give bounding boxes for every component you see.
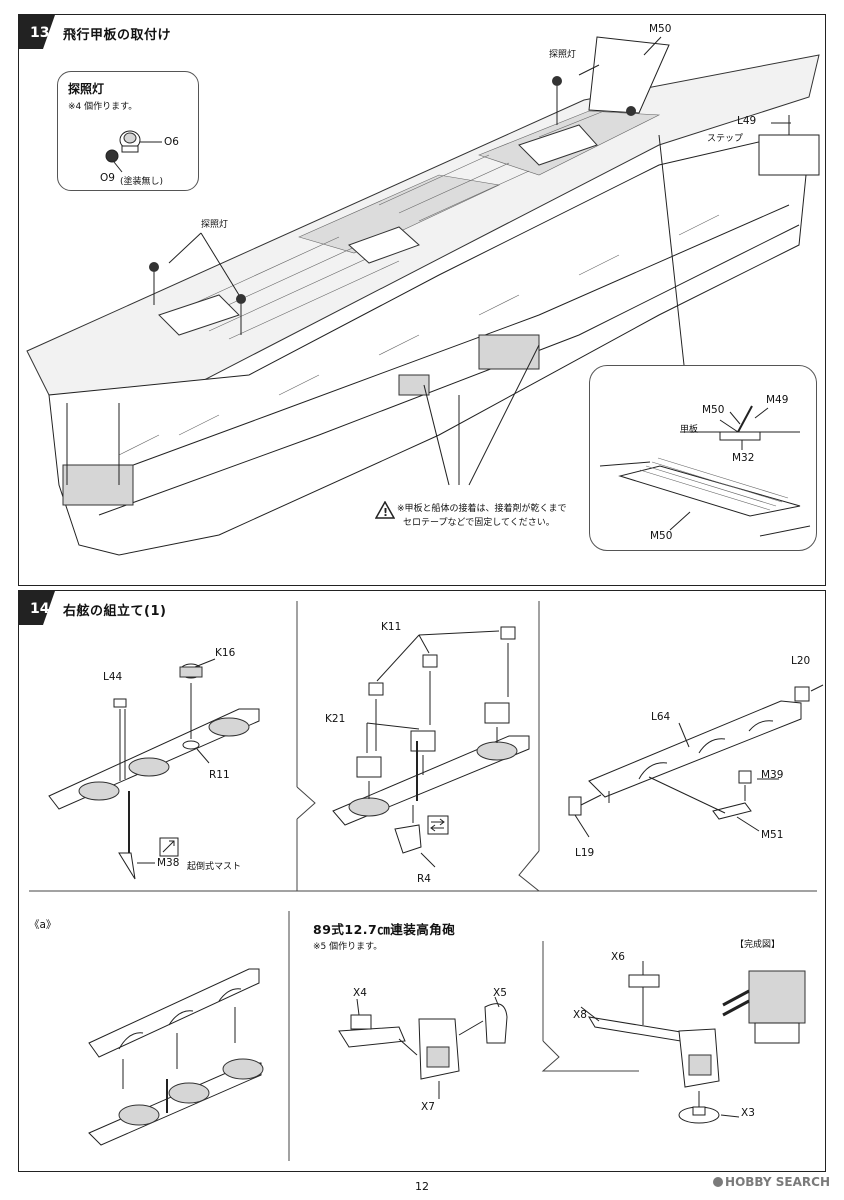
step-14-panel: 14 右舷の組立て(1) K16 L44 R11 M38 起倒式マスト (18, 590, 826, 1172)
l44-label: L44 (103, 671, 123, 683)
sub3-drawing (568, 684, 824, 838)
step-14-dividers (29, 601, 817, 1161)
warning-line-1: ※甲板と船体の接着は、接着剤が乾くまで (397, 504, 567, 514)
m38-label: M38 (157, 857, 180, 869)
r4-label: R4 (417, 873, 431, 885)
m51-label: M51 (761, 829, 784, 841)
callout-note: ※4 個作ります。 (68, 102, 138, 112)
step-14-number: 14 (30, 601, 50, 617)
detail-m50-label: M50 (702, 404, 725, 416)
sub-a-drawing (88, 968, 264, 1146)
m38-note: 起倒式マスト (187, 862, 242, 872)
x4-label: X4 (353, 987, 367, 999)
searchlight-label-b: 探照灯 (201, 220, 229, 230)
step-13-number: 13 (30, 25, 49, 41)
flip-icon (427, 815, 449, 835)
k16-label: K16 (215, 647, 236, 659)
step-13-badge: 13 (19, 15, 55, 49)
step-14-title: 右舷の組立て(1) (63, 604, 167, 619)
watermark: HOBBY SEARCH (713, 1175, 830, 1189)
carrier-hull-drawing (26, 36, 820, 556)
sub1-drawing (48, 658, 260, 880)
warning-icon: ! (375, 501, 395, 519)
m50-detail-drawing (599, 405, 811, 537)
searchlight-callout: 探照灯 ※4 個作ります。 O6 O9 (塗装無し) (57, 71, 199, 191)
step-13-title: 飛行甲板の取付け (63, 28, 172, 43)
callout-title: 探照灯 (68, 82, 105, 96)
gun-title: 89式12.7㎝連装高角砲 (313, 922, 456, 937)
x7-label: X7 (421, 1101, 435, 1113)
step-13-panel: 13 飛行甲板の取付け 探照灯 ※4 個作ります。 O6 O9 (塗装無し) (18, 14, 826, 586)
l19-label: L19 (575, 847, 595, 859)
l64-label: L64 (651, 711, 671, 723)
part-o6-label: O6 (164, 136, 179, 148)
part-o9-note: (塗装無し) (120, 177, 164, 187)
l20-label: L20 (791, 655, 811, 667)
sub-a-label: 《a》 (29, 919, 57, 931)
x8-label: X8 (573, 1009, 587, 1021)
watermark-text: HOBBY SEARCH (725, 1175, 830, 1189)
detail-m49-label: M49 (766, 394, 789, 406)
page-number: 12 (415, 1180, 429, 1193)
l49-label: L49 (737, 115, 757, 127)
x5-label: X5 (493, 987, 507, 999)
m50-label: M50 (649, 23, 672, 35)
finished-view-label: 【完成図】 (735, 940, 781, 950)
svg-text:!: ! (383, 506, 388, 519)
r11-label: R11 (209, 769, 230, 781)
x6-label: X6 (611, 951, 625, 963)
detail-m32-label: M32 (732, 452, 755, 464)
watermark-logo-icon (713, 1177, 724, 1187)
x3-label: X3 (741, 1107, 755, 1119)
detail-m50b-label: M50 (650, 530, 673, 542)
k11-label: K11 (381, 621, 402, 633)
sub2-drawing (332, 626, 530, 868)
k21-label: K21 (325, 713, 346, 725)
gun-parts-drawing (338, 996, 508, 1099)
m50-detail-callout: M50 M49 甲板 M32 M50 (589, 365, 817, 551)
detail-deck-label: 甲板 (680, 425, 699, 435)
warning-line-2: セロテープなどで固定してください。 (403, 518, 555, 528)
step-label: ステップ (707, 134, 744, 144)
foldable-mast-icon (159, 837, 179, 857)
gun-note: ※5 個作ります。 (313, 942, 383, 952)
step-14-badge: 14 (19, 591, 55, 625)
searchlight-part-drawing (105, 130, 162, 173)
m39-label: M39 (761, 769, 784, 781)
part-o9-label: O9 (100, 172, 115, 184)
searchlight-label-a: 探照灯 (549, 50, 577, 60)
gun-assembly-drawing (580, 961, 806, 1124)
